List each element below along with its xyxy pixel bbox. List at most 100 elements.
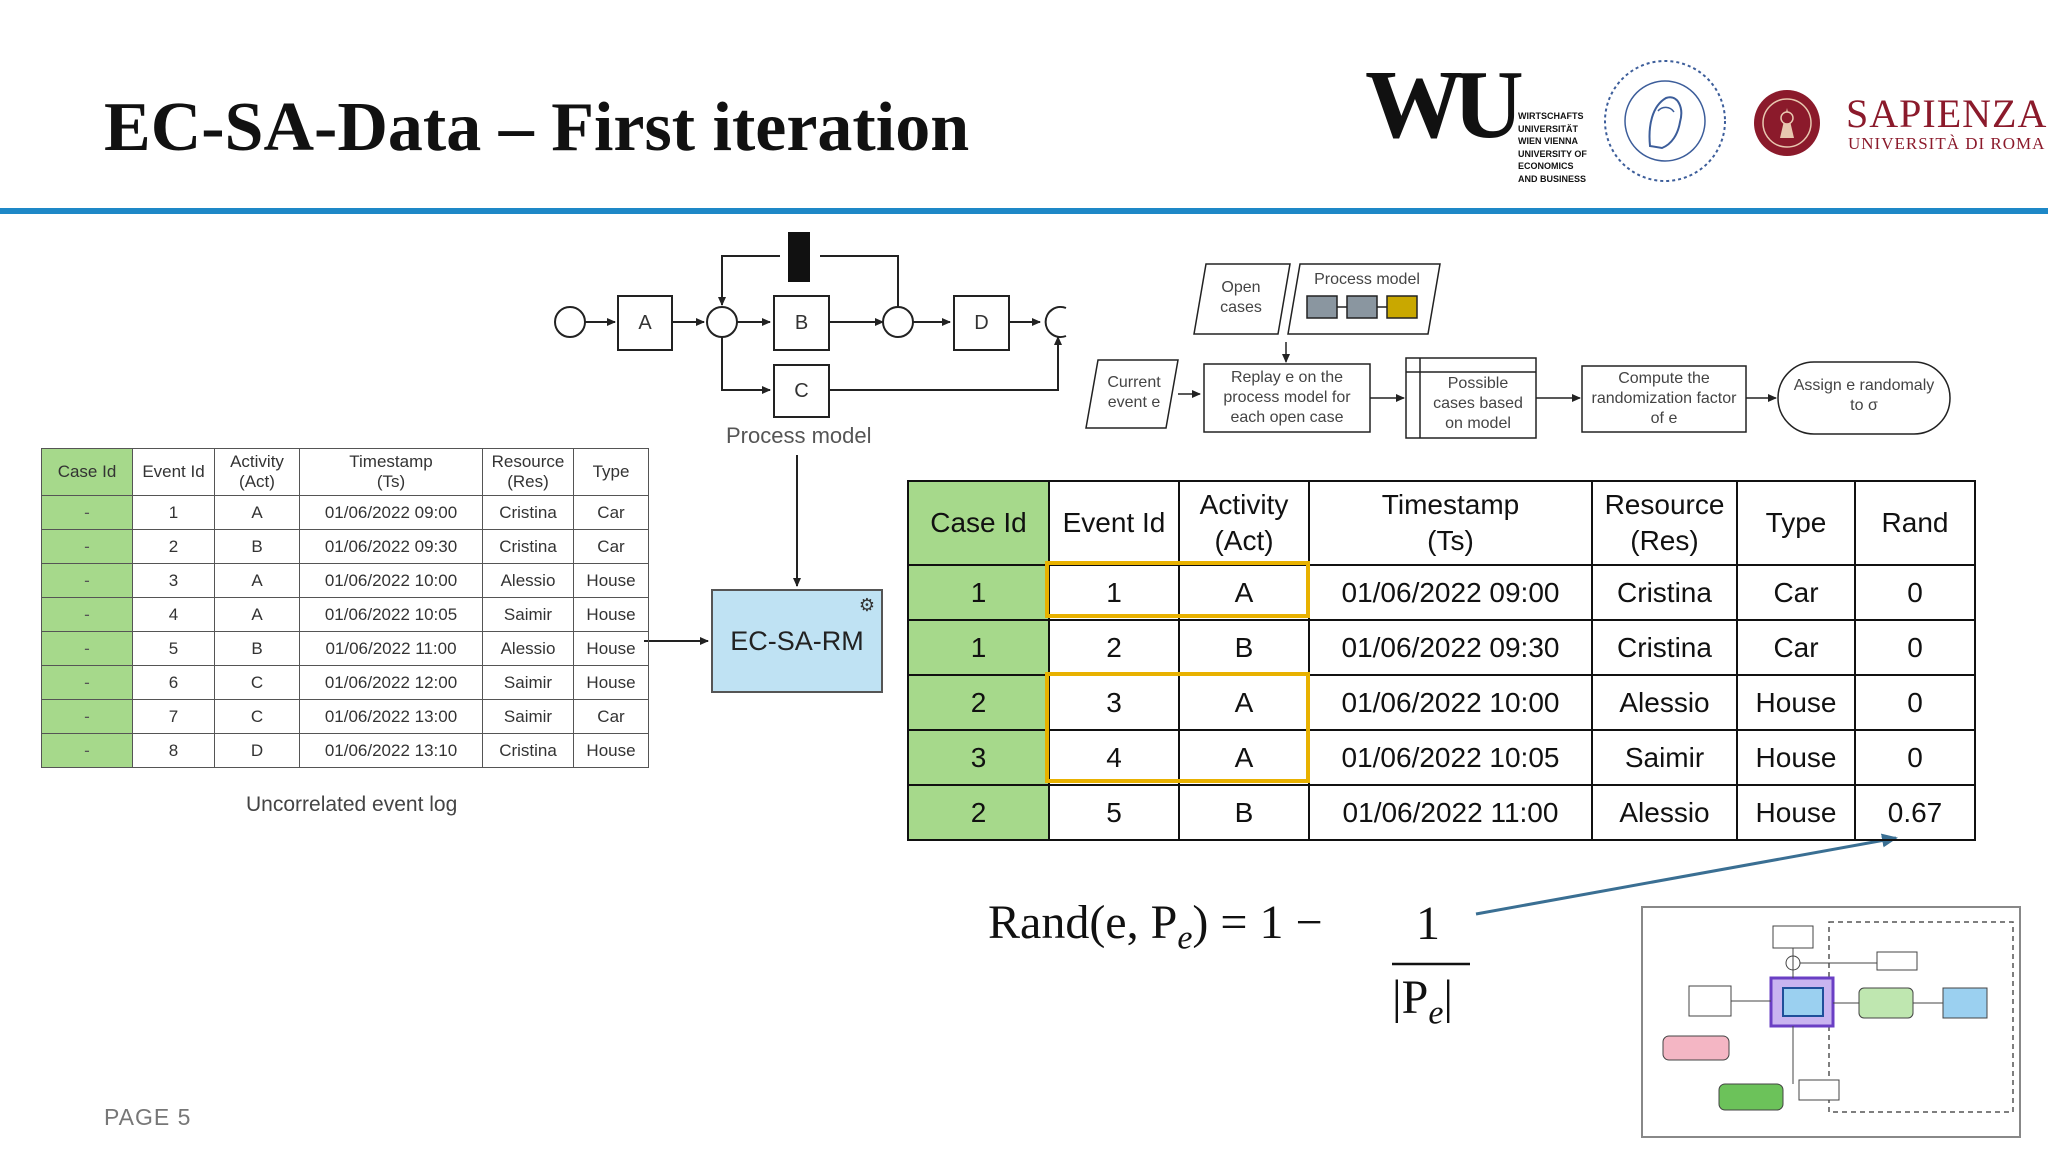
rand-formula: Rand(e, Pe) = 1 − xyxy=(988,895,1323,958)
cell: Saimir xyxy=(482,665,574,700)
uncorrelated-log-table: Case Id Event Id Activity(Act) Timestamp… xyxy=(41,448,649,768)
header-text: Resource xyxy=(1604,489,1725,520)
cell: B xyxy=(214,631,300,666)
page-number: PAGE 5 xyxy=(104,1104,192,1130)
cell: House xyxy=(573,733,649,768)
cell: A xyxy=(214,495,300,530)
cell: A xyxy=(1178,729,1310,786)
activity-a-box: A xyxy=(617,295,673,351)
highlight-case2-3-candidates xyxy=(1045,672,1310,783)
cell: 8 xyxy=(132,733,215,768)
cell: C xyxy=(214,665,300,700)
cell: A xyxy=(1178,674,1310,731)
possible-line: Possible xyxy=(1447,375,1509,392)
cell: House xyxy=(573,665,649,700)
header-text: (Ts) xyxy=(376,472,406,491)
header-text: (Res) xyxy=(1630,525,1699,556)
formula-mid: ) = 1 − xyxy=(1192,896,1323,949)
cell: 2 xyxy=(132,529,215,564)
cell: 01/06/2022 09:00 xyxy=(299,495,483,530)
process-model-caption: Process model xyxy=(726,423,872,448)
cell: 01/06/2022 11:00 xyxy=(1308,784,1593,841)
cell: A xyxy=(214,597,300,632)
cell: B xyxy=(1178,784,1310,841)
formula-den-open: |P xyxy=(1392,971,1429,1024)
cell: House xyxy=(573,631,649,666)
cell: 01/06/2022 12:00 xyxy=(299,665,483,700)
table-header-row: Case Id Event Id Activity(Act) Timestamp… xyxy=(907,480,1976,566)
cell: 5 xyxy=(1048,784,1180,841)
cell: 01/06/2022 10:05 xyxy=(299,597,483,632)
formula-denominator: |Pe| xyxy=(1392,970,1453,1033)
cell: 7 xyxy=(132,699,215,734)
cell: 6 xyxy=(132,665,215,700)
cell: - xyxy=(41,699,133,734)
cell: 4 xyxy=(1048,729,1180,786)
cell: 2 xyxy=(907,784,1050,841)
cell: - xyxy=(41,529,133,564)
cell: Car xyxy=(1736,619,1856,676)
cell: 1 xyxy=(1048,564,1180,621)
col-header-resource: Resource (Res) xyxy=(1591,480,1738,566)
cell: House xyxy=(1736,729,1856,786)
open-cases-line: Open xyxy=(1221,279,1261,296)
cell: 0 xyxy=(1854,729,1976,786)
assign-line: to σ xyxy=(1850,397,1878,414)
cell: 0 xyxy=(1854,564,1976,621)
formula-subscript: e xyxy=(1177,919,1193,957)
header-text: Type xyxy=(592,462,630,481)
formula-numerator: 1 xyxy=(1416,897,1440,950)
cell: Alessio xyxy=(1591,784,1738,841)
cell: 01/06/2022 13:10 xyxy=(299,733,483,768)
cell: 01/06/2022 10:00 xyxy=(299,563,483,598)
assign-terminal xyxy=(1777,361,1951,435)
cell: 01/06/2022 09:30 xyxy=(299,529,483,564)
process-model-flow-label: Process model xyxy=(1314,271,1420,288)
place-after-a xyxy=(706,306,738,338)
col-header-activity: Activity(Act) xyxy=(1178,480,1310,566)
header-text: (Ts) xyxy=(1427,525,1474,556)
start-place xyxy=(554,306,586,338)
current-event-line: Current xyxy=(1107,374,1161,391)
col-header-case-id: Case Id xyxy=(41,448,133,496)
wu-text-line: UNIVERSITÄT xyxy=(1518,123,1579,134)
highlight-case1-candidates xyxy=(1045,561,1310,618)
cell: 0.67 xyxy=(1854,784,1976,841)
cell: Alessio xyxy=(482,563,574,598)
wu-text-line: WIEN VIENNA xyxy=(1518,136,1579,146)
cell: Cristina xyxy=(1591,619,1738,676)
header-text: Activity xyxy=(230,452,284,471)
replay-line: process model for xyxy=(1223,389,1351,406)
cell: House xyxy=(1736,784,1856,841)
cell: Car xyxy=(573,529,649,564)
cell: House xyxy=(1736,674,1856,731)
cell: A xyxy=(1178,564,1310,621)
cell: - xyxy=(41,563,133,598)
current-event-parallelogram xyxy=(1085,359,1179,429)
col-header-type: Type xyxy=(573,448,649,496)
cell: House xyxy=(573,597,649,632)
formula-den-close: | xyxy=(1443,971,1454,1024)
wu-logo-mark: WU xyxy=(1365,51,1524,159)
gears-icon: ⚙ xyxy=(858,595,875,615)
cell: Cristina xyxy=(1591,564,1738,621)
col-header-rand: Rand xyxy=(1854,480,1976,566)
sapienza-name: SAPIENZA xyxy=(1846,91,2048,136)
architecture-thumbnail-graphic xyxy=(1662,921,2014,1113)
possible-line: on model xyxy=(1445,415,1511,432)
header-text: Event Id xyxy=(142,462,205,481)
header-text: Activity xyxy=(1199,489,1289,520)
ec-sa-rm-box: EC-SA-RM ⚙ xyxy=(711,589,883,693)
header-text: Case Id xyxy=(57,462,117,481)
formula-lhs: Rand(e, P xyxy=(988,896,1178,949)
place-after-b xyxy=(882,306,914,338)
cell: A xyxy=(214,563,300,598)
cell: - xyxy=(41,733,133,768)
cell: Car xyxy=(573,495,649,530)
